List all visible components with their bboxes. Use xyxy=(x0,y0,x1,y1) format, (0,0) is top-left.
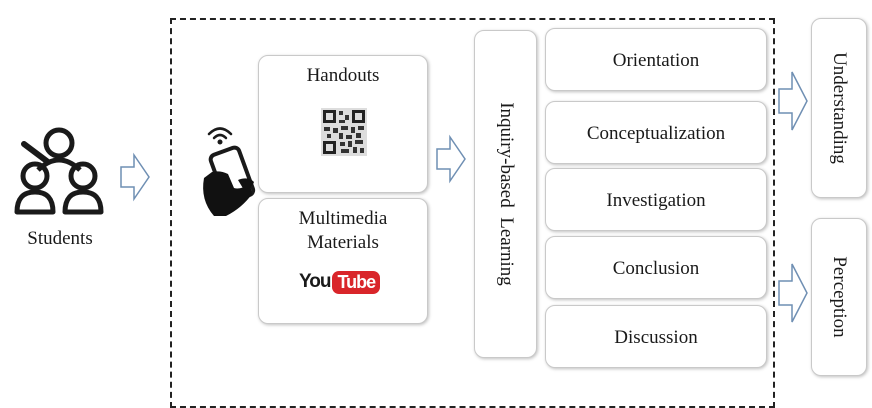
phase-conclusion-box: Conclusion xyxy=(545,236,767,299)
phase-discussion-box: Discussion xyxy=(545,305,767,368)
arrow-resources-to-inquiry xyxy=(436,134,466,184)
handouts-box: Handouts xyxy=(258,55,428,193)
diagram-canvas: Students Handouts xyxy=(14,18,867,408)
phase-conclusion-label: Conclusion xyxy=(612,258,700,279)
students-label: Students xyxy=(27,228,93,249)
smartphone-hand-icon xyxy=(203,127,256,216)
handouts-label: Handouts xyxy=(306,65,380,86)
qr-code-icon xyxy=(321,108,367,156)
youtube-logo-you: You xyxy=(299,271,332,292)
outcome-perception-label: Perception xyxy=(829,256,850,338)
outcome-perception-box: Perception xyxy=(811,218,867,376)
phase-conceptualization-label: Conceptualization xyxy=(586,123,726,144)
phase-investigation-box: Investigation xyxy=(545,168,767,231)
multimedia-materials-box: Multimedia Materials You Tube xyxy=(258,198,428,324)
arrow-to-perception xyxy=(778,263,808,323)
phase-discussion-label: Discussion xyxy=(614,327,698,348)
arrow-students-to-resources xyxy=(120,152,150,202)
outcome-understanding-label: Understanding xyxy=(829,52,850,164)
multimedia-label-line2: Materials xyxy=(307,232,379,253)
phase-orientation-box: Orientation xyxy=(545,28,767,91)
arrow-to-understanding xyxy=(778,71,808,131)
inquiry-based-learning-label: Inquiry-based Learning xyxy=(495,102,517,286)
phase-investigation-label: Investigation xyxy=(606,190,706,211)
phase-conceptualization-box: Conceptualization xyxy=(545,101,767,164)
students-group-icon xyxy=(14,127,104,215)
phase-orientation-label: Orientation xyxy=(612,50,700,71)
inquiry-based-learning-box: Inquiry-based Learning xyxy=(474,30,537,358)
youtube-logo: You Tube xyxy=(299,268,381,296)
multimedia-label-line1: Multimedia xyxy=(298,208,388,229)
outcome-understanding-box: Understanding xyxy=(811,18,867,198)
youtube-logo-tube: Tube xyxy=(332,270,381,294)
